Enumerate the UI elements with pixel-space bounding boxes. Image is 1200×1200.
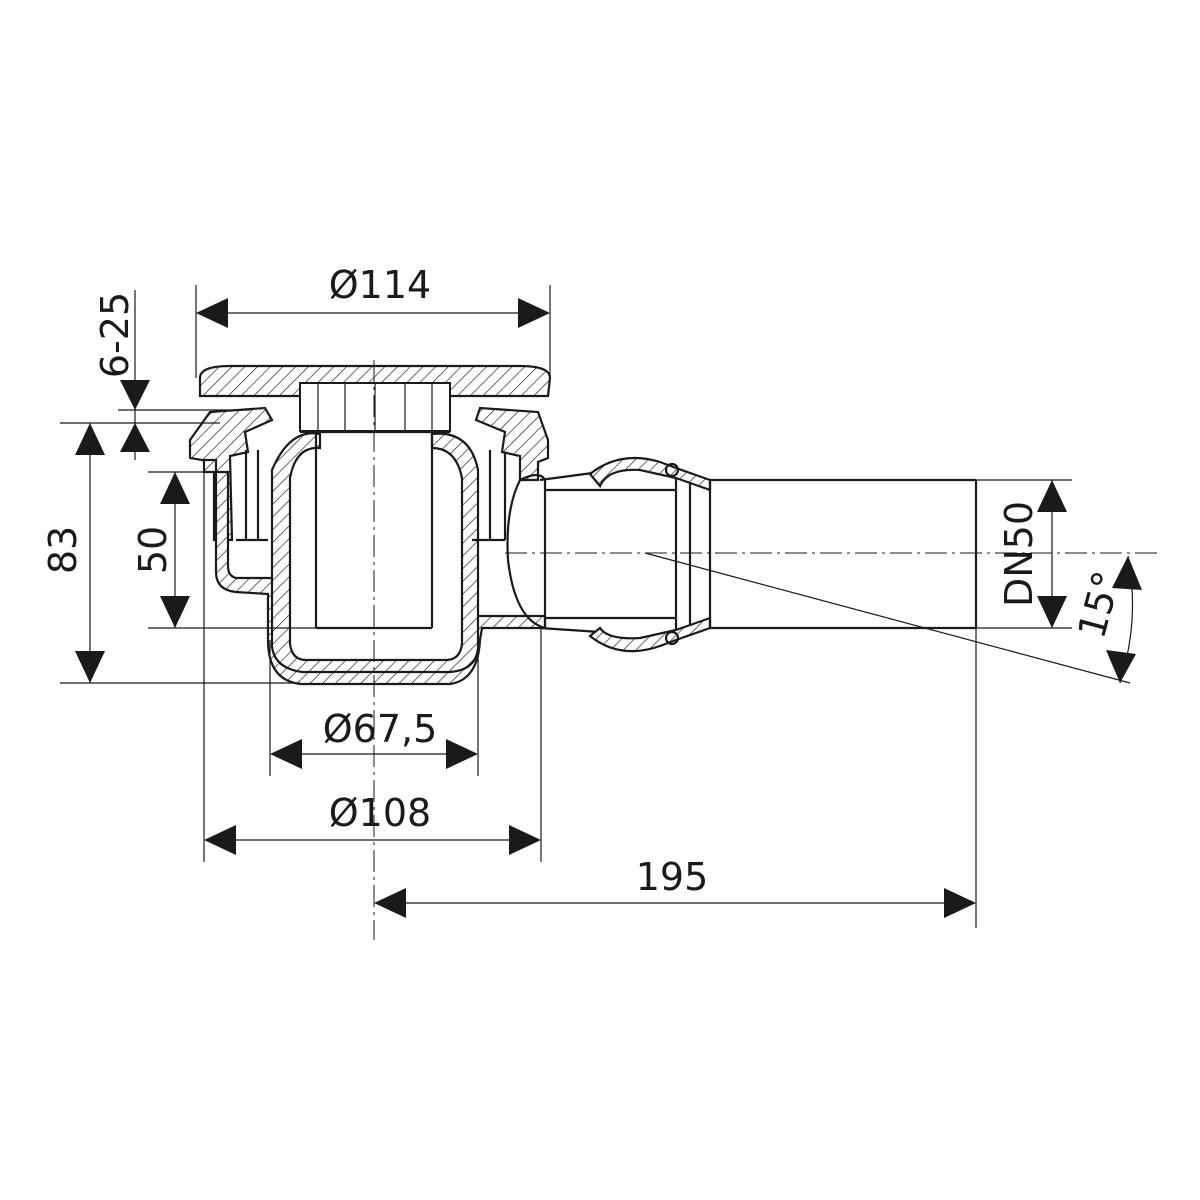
- label-water-seal: 50: [131, 526, 175, 574]
- grate-slots: [299, 382, 451, 432]
- arrow: [196, 298, 228, 328]
- arrow: [1112, 556, 1142, 590]
- label-body-diameter: Ø108: [329, 791, 431, 835]
- label-top-diameter: Ø114: [329, 263, 431, 307]
- dimension-lines: [60, 285, 1142, 928]
- arrow: [120, 423, 150, 452]
- arrow: [518, 298, 550, 328]
- right-clamp-ring: [474, 406, 550, 482]
- arrow: [509, 825, 541, 855]
- label-length: 195: [636, 855, 709, 899]
- arrow: [1106, 650, 1136, 683]
- left-clamp-ring: [188, 406, 274, 542]
- arrow: [374, 888, 406, 918]
- label-inner-diameter: Ø67,5: [323, 707, 438, 751]
- arrow: [270, 739, 302, 769]
- outlet-pipe: [539, 456, 978, 653]
- drain-body: [188, 360, 1160, 940]
- dimension-labels: Ø114 6-25 83 50 DN50 15° Ø67,5 Ø108 195: [41, 263, 1129, 899]
- arrow: [120, 380, 150, 410]
- arrow: [160, 596, 190, 628]
- arrow: [944, 888, 976, 918]
- arrow: [75, 651, 105, 683]
- trap-cup: [270, 432, 480, 674]
- arrow: [1037, 480, 1067, 512]
- label-adjust-range: 6-25: [93, 292, 137, 378]
- arrow: [75, 423, 105, 455]
- incline-line: [644, 552, 1131, 684]
- standpipe: [300, 430, 450, 630]
- arrow: [204, 825, 236, 855]
- outlet-transition: [506, 473, 547, 630]
- label-angle: 15°: [1069, 566, 1129, 642]
- body-inner-lines: [236, 450, 507, 542]
- arrow: [1037, 596, 1067, 628]
- label-total-height: 83: [41, 526, 85, 574]
- arrow: [446, 739, 478, 769]
- arrow: [160, 472, 190, 504]
- label-outlet: DN50: [997, 501, 1041, 607]
